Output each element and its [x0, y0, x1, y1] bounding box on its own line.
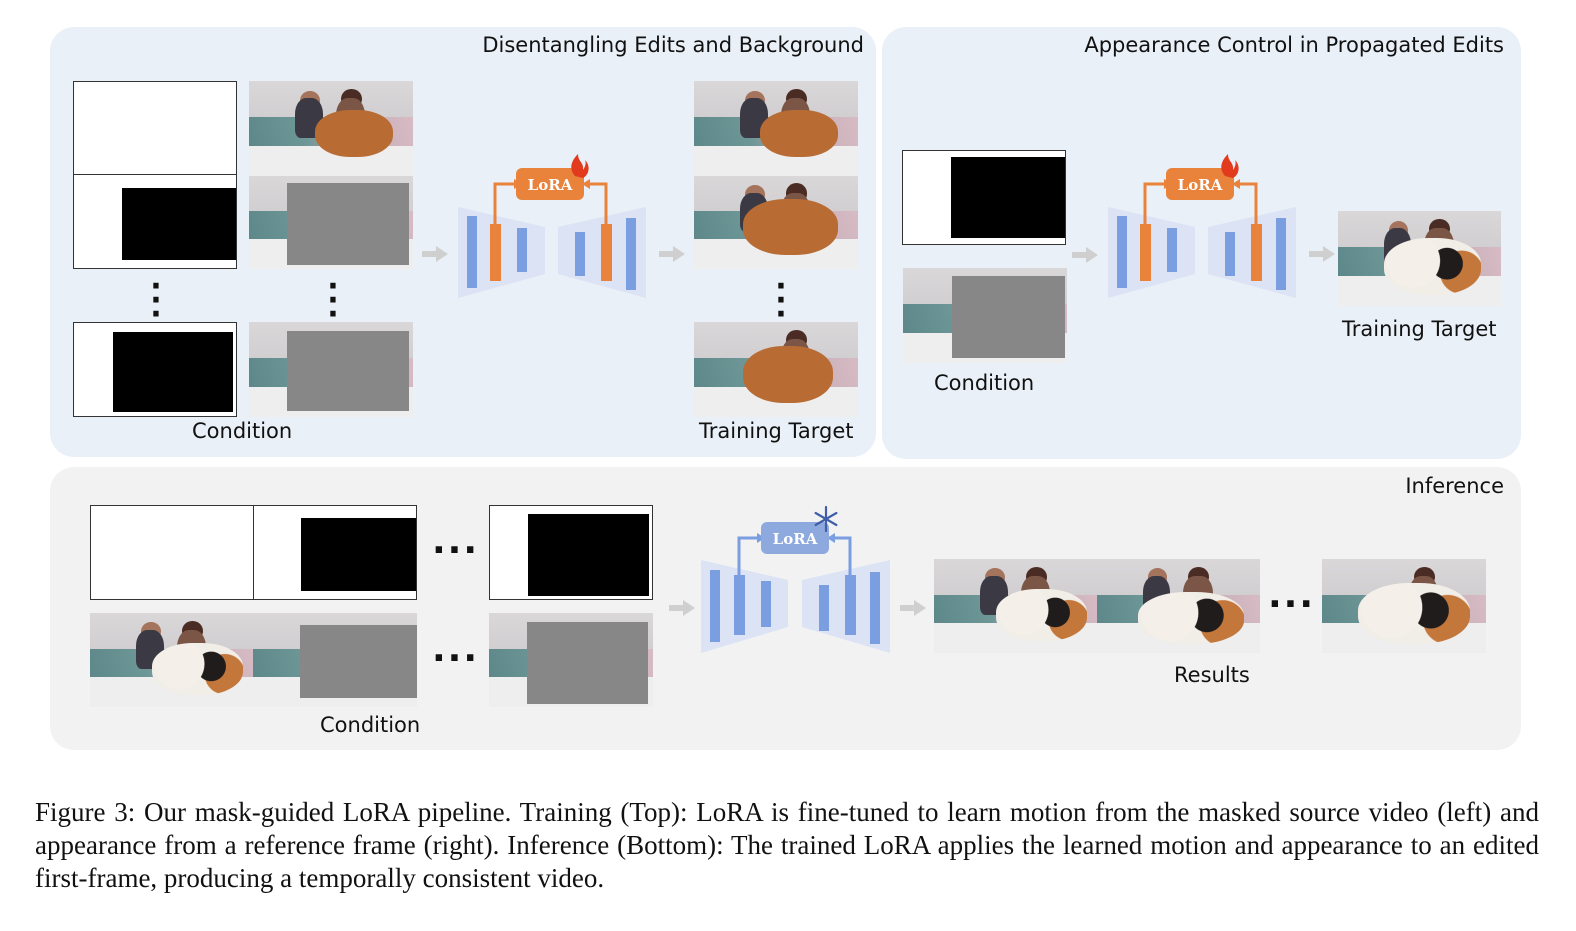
result-frame [1097, 559, 1260, 653]
source-video-frame [249, 81, 413, 176]
mask-frame [90, 505, 254, 600]
mask-frame [489, 505, 653, 600]
condition-label: Condition [320, 713, 421, 737]
snowflake-icon [814, 505, 838, 533]
unet-lora-diagram [458, 154, 646, 298]
flow-arrow-icon [900, 600, 926, 616]
flow-arrow-icon [659, 246, 685, 262]
masked-video-frame [249, 176, 413, 269]
disentangle-title: Disentangling Edits and Background [482, 33, 864, 57]
figure-caption: Figure 3: Our mask-guided LoRA pipeline.… [35, 797, 1539, 893]
result-frame [934, 559, 1098, 653]
condition-label: Condition [192, 419, 293, 443]
mask-frame [253, 505, 417, 600]
masked-video-frame [253, 613, 417, 707]
horizontal-ellipsis-icon: ··· [1268, 584, 1316, 625]
mask-frame [73, 322, 237, 417]
edited-first-frame [90, 613, 254, 707]
horizontal-ellipsis-icon: ··· [432, 638, 480, 679]
mask-frame [73, 174, 237, 269]
result-frame [1322, 559, 1486, 653]
mask-frame [902, 150, 1066, 245]
training-target-frame [694, 176, 858, 269]
masked-video-frame [249, 322, 413, 417]
horizontal-ellipsis-icon: ··· [432, 530, 480, 571]
training-target-label: Training Target [699, 419, 854, 443]
lora-label: LoRA [527, 176, 573, 194]
appearance-title: Appearance Control in Propagated Edits [1084, 33, 1504, 57]
fire-icon [1221, 154, 1239, 178]
training-target-frame [694, 81, 858, 176]
vertical-ellipsis-icon: ··· [327, 269, 339, 332]
results-label: Results [1174, 663, 1250, 687]
condition-label: Condition [934, 371, 1035, 395]
lora-label: LoRA [1177, 176, 1223, 194]
flow-arrow-icon [422, 246, 448, 262]
inference-title: Inference [1405, 474, 1504, 498]
training-target-frame [1338, 211, 1501, 306]
flow-arrow-icon [1309, 246, 1335, 262]
unet-lora-diagram [1108, 154, 1296, 298]
vertical-ellipsis-icon: ··· [150, 269, 162, 332]
training-target-frame [694, 322, 858, 417]
masked-video-frame [489, 613, 653, 707]
training-target-label: Training Target [1342, 317, 1497, 341]
unet-lora-diagram [701, 505, 890, 653]
flow-arrow-icon [1072, 247, 1098, 263]
masked-reference-frame [903, 268, 1067, 363]
vertical-ellipsis-icon: ··· [775, 269, 787, 332]
mask-frame [73, 81, 237, 176]
fire-icon [571, 154, 589, 178]
flow-arrow-icon [669, 600, 695, 616]
lora-label: LoRA [772, 530, 818, 548]
